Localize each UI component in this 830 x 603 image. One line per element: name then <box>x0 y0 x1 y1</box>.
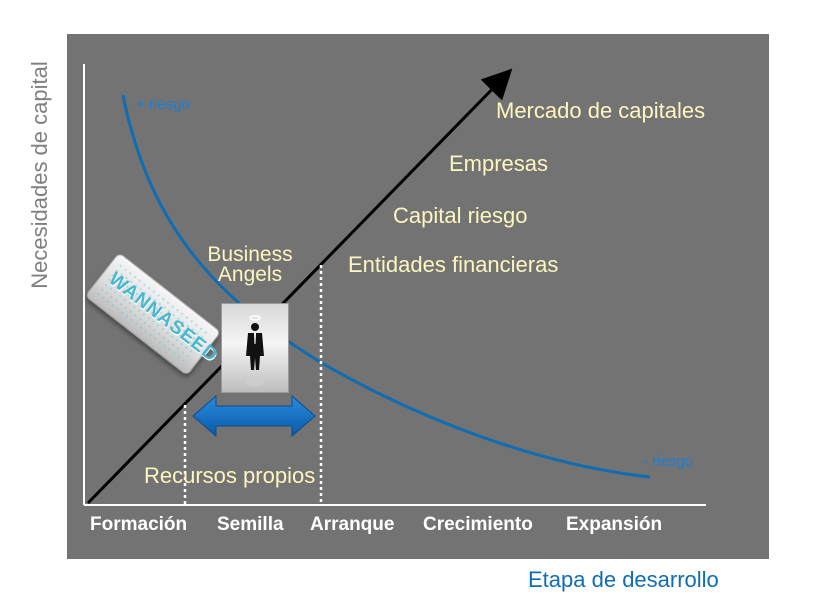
stage-semilla: Semilla <box>217 514 284 535</box>
label-entidades-financieras: Entidades financieras <box>348 252 559 277</box>
x-axis-title: Etapa de desarrollo <box>528 567 719 592</box>
business-angels-line2: Angels <box>217 263 283 286</box>
label-empresas: Empresas <box>449 151 549 176</box>
low-risk-label: - riesgo <box>643 453 694 470</box>
label-recursos-propios: Recursos propios <box>144 463 316 488</box>
y-axis-title-text: Necesidades de capital <box>27 61 52 289</box>
business-angels-line1: Business <box>207 243 293 266</box>
label-capital-riesgo: Capital riesgo <box>393 203 528 228</box>
capital-needs-arrow <box>86 68 513 505</box>
businessman-icon <box>246 315 264 387</box>
double-arrow-icon <box>192 394 316 438</box>
high-risk-label: + riesgo <box>136 96 190 113</box>
business-angel-image <box>221 303 289 393</box>
label-business-angels: Business Angels <box>196 243 304 286</box>
stage-arranque: Arranque <box>310 514 395 535</box>
stage-formacion: Formación <box>90 514 188 535</box>
label-mercado-capitales: Mercado de capitales <box>496 98 706 123</box>
stage-expansion: Expansión <box>566 514 663 535</box>
stage-crecimiento: Crecimiento <box>423 514 533 535</box>
